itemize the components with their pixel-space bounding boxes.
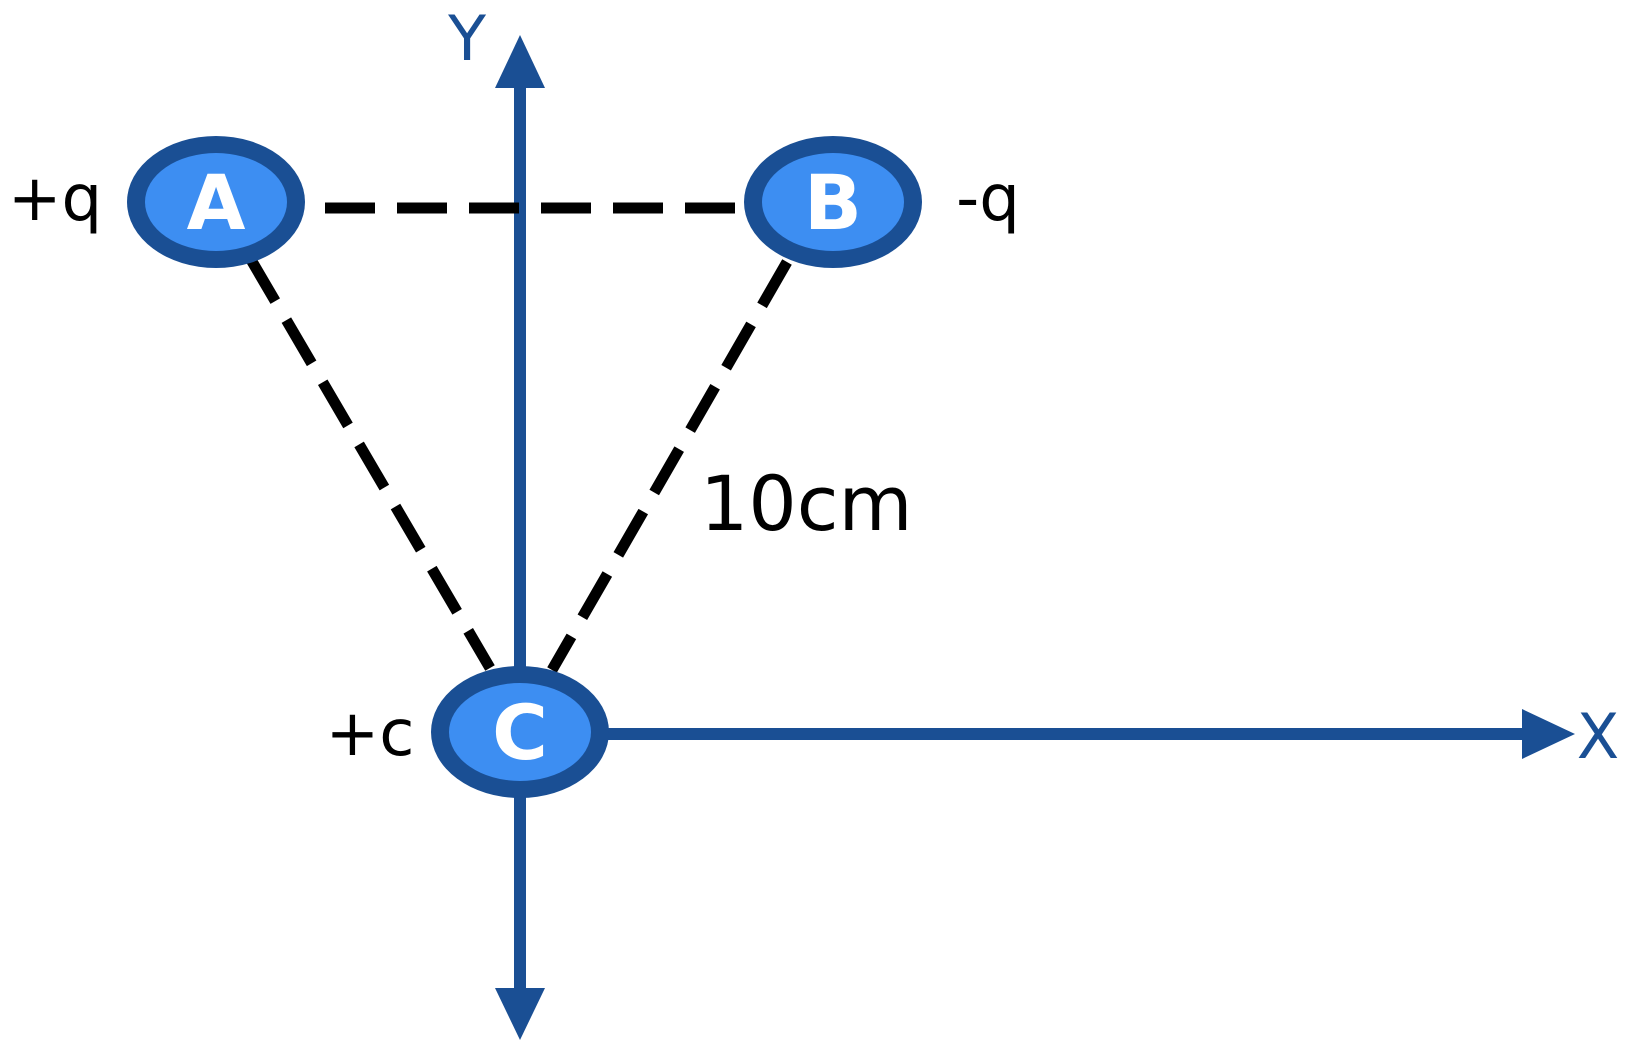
distance-label: 10cm xyxy=(700,459,913,548)
charge-a-body xyxy=(145,153,287,251)
y-axis-up-arrow xyxy=(495,35,545,88)
separation-lines xyxy=(245,202,792,673)
line-a-c xyxy=(245,255,495,671)
y-axis-down-arrow xyxy=(495,988,545,1040)
x-axis: X xyxy=(590,700,1619,773)
charge-b: B -q xyxy=(744,136,1020,268)
charge-b-letter: B xyxy=(804,158,862,247)
charge-b-body xyxy=(762,153,904,251)
x-axis-arrow xyxy=(1522,709,1575,759)
charge-c-sign-label: +c xyxy=(326,697,415,771)
charge-a-sign-label: +q xyxy=(8,162,102,236)
y-axis-label: Y xyxy=(447,2,486,75)
charge-c: C +c xyxy=(326,666,609,798)
charge-a-letter: A xyxy=(187,158,246,247)
charge-b-sign-label: -q xyxy=(956,162,1020,236)
y-axis: Y xyxy=(447,2,545,1040)
line-b-c xyxy=(547,259,792,673)
charge-a: A +q xyxy=(8,136,305,268)
x-axis-label: X xyxy=(1577,700,1619,773)
charge-c-body xyxy=(449,683,591,781)
charge-c-letter: C xyxy=(492,688,548,777)
